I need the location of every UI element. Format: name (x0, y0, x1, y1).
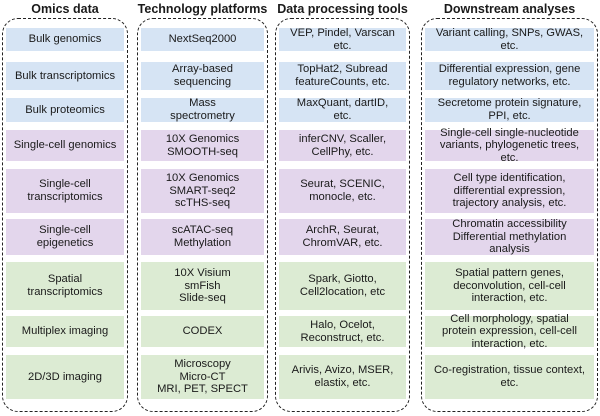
cell-label: ArchR, Seurat, ChromVAR, etc. (302, 224, 383, 249)
diagram-cell: Chromatin accessibility Differential met… (425, 218, 594, 256)
cell-label: VEP, Pindel, Varscan etc. (290, 26, 395, 52)
diagram-cell: Spatial transcriptomics (6, 262, 124, 310)
cell-label: scATAC-seq Methylation (171, 224, 234, 249)
cell-label: CODEX (182, 325, 223, 338)
column-panel (421, 18, 598, 412)
cell-label: Halo, Ocelot, Reconstruct, etc. (300, 318, 385, 344)
cell-label: inferCNV, Scaller, CellPhy, etc. (298, 132, 387, 158)
diagram-cell: Spatial pattern genes, deconvolution, ce… (425, 262, 594, 310)
diagram-cell: Co-registration, tissue context, etc. (425, 355, 594, 399)
diagram-cell: Multiplex imaging (6, 316, 124, 347)
diagram-cell: Arivis, Avizo, MSER, elastix, etc. (279, 355, 406, 399)
diagram-cell: Variant calling, SNPs, GWAS, etc. (425, 26, 594, 52)
diagram-cell: Mass spectrometry (141, 97, 264, 122)
diagram-cell: Single-cell single-nucleotide variants, … (425, 127, 594, 164)
column-title: Technology platforms (137, 2, 268, 16)
diagram-cell: Bulk genomics (6, 28, 124, 51)
cell-label: 10X Genomics SMOOTH-seq (165, 132, 240, 158)
diagram-cell: Bulk proteomics (6, 98, 124, 122)
diagram-cell: Cell type identification, differential e… (425, 169, 594, 213)
diagram-cell: Halo, Ocelot, Reconstruct, etc. (279, 316, 406, 347)
cell-label: 10X Genomics SMART-seq2 scTHS-seq (165, 172, 240, 210)
cell-label: 10X Visium smFish Slide-seq (174, 267, 231, 305)
diagram-cell: TopHat2, Subread featureCounts, etc. (279, 62, 406, 90)
column-panel (137, 18, 268, 412)
diagram-cell: MaxQuant, dartID, etc. (279, 97, 406, 122)
column-title: Omics data (31, 2, 99, 16)
cell-label: Spark, Giotto, Cell2location, etc (299, 273, 386, 298)
cell-label: Single-cell epigenetics (36, 224, 94, 249)
cell-label: Chromatin accessibility Differential met… (452, 218, 567, 256)
cell-label: 2D/3D imaging (28, 370, 102, 383)
cell-label: Cell morphology, spatial protein express… (442, 312, 577, 350)
cell-label: TopHat2, Subread featureCounts, etc. (295, 63, 390, 88)
cell-label: Arivis, Avizo, MSER, elastix, etc. (291, 364, 394, 389)
cell-label: Single-cell single-nucleotide variants, … (439, 126, 580, 164)
column-panel (2, 18, 128, 412)
diagram-cell: 10X Genomics SMOOTH-seq (141, 130, 264, 161)
diagram-cell: VEP, Pindel, Varscan etc. (279, 26, 406, 52)
diagram-cell: Array-based sequencing (141, 62, 264, 90)
diagram-cell: scATAC-seq Methylation (141, 219, 264, 255)
diagram-cell: 2D/3D imaging (6, 355, 124, 399)
cell-label: Bulk proteomics (25, 103, 105, 116)
diagram-cell: Differential expression, gene regulatory… (425, 62, 594, 90)
cell-label: Bulk transcriptomics (14, 69, 116, 82)
diagram-cell: Seurat, SCENIC, monocle, etc. (279, 169, 406, 213)
cell-label: Bulk genomics (28, 33, 102, 46)
cell-label: Variant calling, SNPs, GWAS, etc. (435, 26, 584, 52)
diagram-cell: 10X Genomics SMART-seq2 scTHS-seq (141, 169, 264, 213)
diagram-cell: Microscopy Micro-CT MRI, PET, SPECT (141, 355, 264, 399)
diagram-cell: Cell morphology, spatial protein express… (425, 313, 594, 350)
cell-label: NextSeq2000 (168, 33, 237, 46)
cell-label: Spatial transcriptomics (27, 273, 103, 298)
column-title: Data processing tools (277, 2, 408, 16)
cell-label: Microscopy Micro-CT MRI, PET, SPECT (157, 358, 248, 396)
cell-label: Array-based sequencing (172, 63, 233, 88)
cell-label: Single-cell genomics (13, 139, 117, 152)
diagram-cell: Single-cell genomics (6, 130, 124, 161)
column-panel (275, 18, 410, 412)
diagram-cell: CODEX (141, 316, 264, 347)
diagram-cell: Single-cell transcriptomics (6, 169, 124, 213)
diagram-cell: Single-cell epigenetics (6, 219, 124, 255)
diagram-cell: inferCNV, Scaller, CellPhy, etc. (279, 130, 406, 161)
cell-label: Spatial pattern genes, deconvolution, ce… (453, 267, 566, 305)
diagram-cell: Spark, Giotto, Cell2location, etc (279, 262, 406, 310)
diagram-cell: 10X Visium smFish Slide-seq (141, 262, 264, 310)
diagram-cell: ArchR, Seurat, ChromVAR, etc. (279, 219, 406, 255)
cell-label: Co-registration, tissue context, etc. (433, 364, 586, 389)
cell-label: Cell type identification, differential e… (452, 172, 567, 210)
cell-label: Secretome protein signature, PPI, etc. (437, 97, 582, 122)
diagram-cell: NextSeq2000 (141, 28, 264, 51)
cell-label: MaxQuant, dartID, etc. (296, 97, 389, 122)
cell-label: Multiplex imaging (21, 325, 109, 338)
diagram-cell: Secretome protein signature, PPI, etc. (425, 97, 594, 122)
cell-label: Single-cell transcriptomics (27, 178, 103, 203)
column-title: Downstream analyses (443, 2, 576, 16)
cell-label: Seurat, SCENIC, monocle, etc. (300, 178, 385, 203)
diagram-cell: Bulk transcriptomics (6, 62, 124, 90)
cell-label: Differential expression, gene regulatory… (438, 63, 581, 88)
cell-label: Mass spectrometry (170, 97, 235, 122)
